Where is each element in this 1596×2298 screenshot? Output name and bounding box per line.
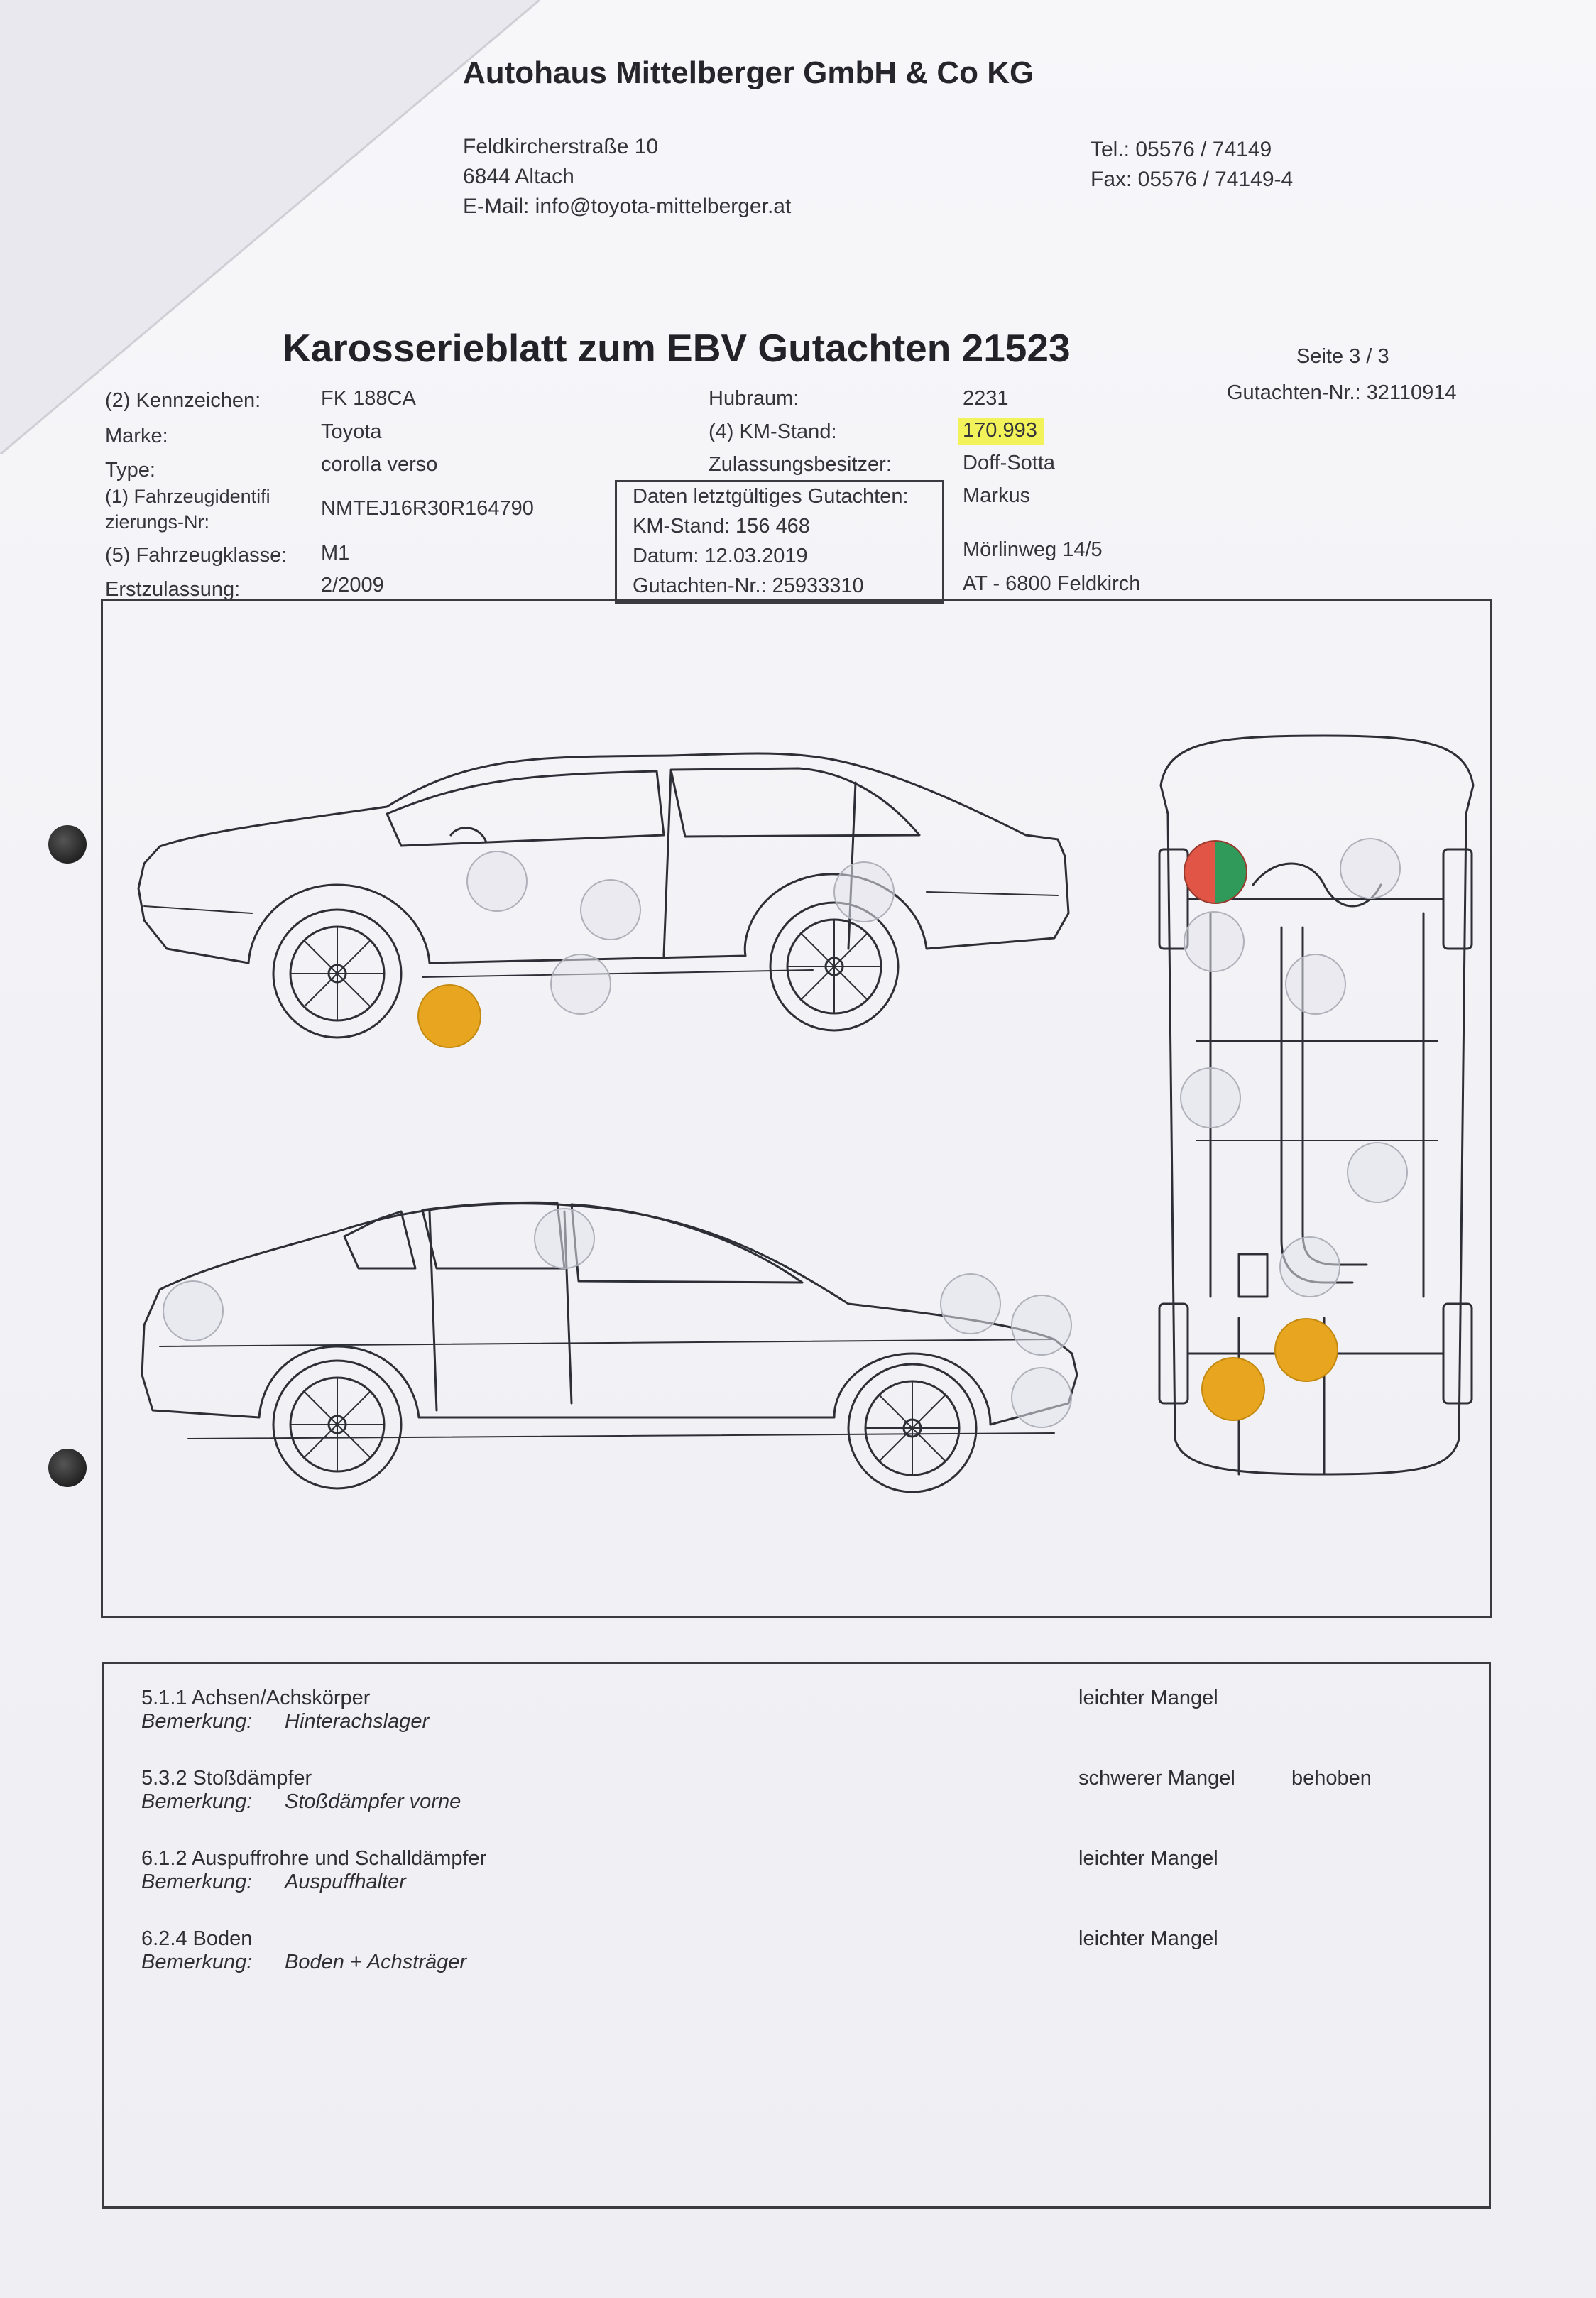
previous-date: Datum: 12.03.2019 <box>633 545 808 567</box>
finding-4-severity: leichter Mangel <box>1078 1927 1218 1950</box>
owner-name-2: Markus <box>963 484 1031 507</box>
hubraum-value: 2231 <box>963 387 1009 410</box>
car-side-right-view <box>141 1201 1078 1493</box>
finding-code: 5.1.1 Achsen/Achskörper <box>141 1687 371 1709</box>
marker-neutral <box>1011 1295 1072 1356</box>
finding-code: 6.2.4 Boden <box>141 1927 253 1950</box>
vehicle-outline-drawing <box>137 734 1475 1493</box>
company-street: Feldkircherstraße 10 <box>463 135 659 158</box>
page-number: Seite 3 / 3 <box>1296 345 1389 368</box>
finding-note: Bemerkung: Hinterachslager <box>141 1710 429 1733</box>
body-diagram <box>101 599 1492 1618</box>
marker-neutral <box>534 1208 595 1269</box>
marker-neutral <box>833 861 895 922</box>
finding-2-status: behoben <box>1291 1767 1372 1790</box>
previous-km: KM-Stand: 156 468 <box>633 515 810 538</box>
marker-neutral <box>940 1273 1001 1334</box>
marker-neutral <box>466 851 528 912</box>
company-email: E-Mail: info@toyota-mittelberger.at <box>463 195 792 218</box>
klasse-label: (5) Fahrzeugklasse: <box>105 544 288 567</box>
finding-2: 5.3.2 Stoßdämpfer Bemerkung: Stoßdämpfer … <box>141 1767 461 1814</box>
note-text: Stoßdämpfer vorne <box>285 1790 461 1813</box>
finding-4: 6.2.4 Boden Bemerkung: Boden + Achsträger <box>141 1927 466 1974</box>
car-side-left-view <box>137 752 1070 1039</box>
note-text: Auspuffhalter <box>285 1870 406 1893</box>
company-tel: Tel.: 05576 / 74149 <box>1091 138 1272 161</box>
finding-note: Bemerkung: Boden + Achsträger <box>141 1951 466 1974</box>
fin-value: NMTEJ16R30R164790 <box>321 497 534 520</box>
fin-label-1: (1) Fahrzeugidentifi <box>105 486 270 507</box>
previous-report-box: Daten letztgültiges Gutachten: KM-Stand:… <box>615 480 944 604</box>
company-address: Feldkircherstraße 10 6844 Altach E-Mail:… <box>463 132 791 222</box>
klasse-value: M1 <box>321 542 350 565</box>
km-label: (4) KM-Stand: <box>709 420 837 443</box>
marker-leicht-mangel <box>417 984 481 1048</box>
kennzeichen-label: (2) Kennzeichen: <box>105 389 261 412</box>
finding-1: 5.1.1 Achsen/Achskörper Bemerkung: Hinter… <box>141 1687 429 1733</box>
marker-neutral <box>580 879 641 940</box>
marker-neutral <box>550 954 611 1015</box>
finding-2-severity: schwerer Mangel <box>1078 1767 1235 1790</box>
marker-neutral <box>163 1280 224 1341</box>
marker-schwer-behoben <box>1184 840 1247 904</box>
marke-label: Marke: <box>105 425 168 447</box>
company-contact: Tel.: 05576 / 74149 Fax: 05576 / 74149-4 <box>1091 135 1293 195</box>
finding-code: 6.1.2 Auspuffrohre und Schalldämpfer <box>141 1847 487 1870</box>
gutachten-number: Gutachten-Nr.: 32110914 <box>1227 381 1457 404</box>
owner-street: Mörlinweg 14/5 <box>963 538 1103 561</box>
km-highlight: 170.993 <box>958 418 1044 445</box>
document-title: Karosserieblatt zum EBV Gutachten 21523 <box>283 326 1071 370</box>
marker-neutral <box>1340 838 1401 899</box>
finding-3: 6.1.2 Auspuffrohre und Schalldämpfer Bem… <box>141 1847 486 1894</box>
marker-neutral <box>1011 1367 1072 1428</box>
hubraum-label: Hubraum: <box>709 387 799 410</box>
note-label: Bemerkung: <box>141 1790 253 1813</box>
marker-neutral <box>1347 1142 1408 1203</box>
marker-leicht-mangel <box>1274 1318 1338 1382</box>
marker-leicht-mangel <box>1201 1357 1265 1421</box>
note-text: Hinterachslager <box>285 1710 430 1733</box>
km-value: 170.993 <box>958 418 1044 445</box>
finding-code: 5.3.2 Stoßdämpfer <box>141 1767 312 1790</box>
marker-neutral <box>1279 1236 1340 1297</box>
punch-hole-top <box>48 825 87 864</box>
previous-number: Gutachten-Nr.: 25933310 <box>633 574 864 597</box>
inspection-markers <box>163 838 1408 1428</box>
folded-corner <box>0 0 540 454</box>
finding-note: Bemerkung: Stoßdämpfer vorne <box>141 1790 461 1814</box>
company-city: 6844 Altach <box>463 165 574 188</box>
marker-neutral <box>1180 1067 1241 1128</box>
note-label: Bemerkung: <box>141 1710 253 1733</box>
owner-name-1: Doff-Sotta <box>963 452 1056 474</box>
company-name: Autohaus Mittelberger GmbH & Co KG <box>463 55 1034 90</box>
finding-1-severity: leichter Mangel <box>1078 1687 1218 1709</box>
finding-note: Bemerkung: Auspuffhalter <box>141 1870 486 1894</box>
punch-hole-bottom <box>48 1449 87 1487</box>
previous-heading: Daten letztgültiges Gutachten: <box>633 485 909 508</box>
type-label: Type: <box>105 459 155 481</box>
company-fax: Fax: 05576 / 74149-4 <box>1091 168 1294 191</box>
findings-box: 5.1.1 Achsen/Achskörper Bemerkung: Hinter… <box>102 1662 1491 2209</box>
erstzulassung-label: Erstzulassung: <box>105 578 241 601</box>
kennzeichen-value: FK 188CA <box>321 387 416 410</box>
besitzer-label: Zulassungsbesitzer: <box>709 453 892 476</box>
finding-3-severity: leichter Mangel <box>1078 1847 1218 1870</box>
note-label: Bemerkung: <box>141 1951 253 1973</box>
marker-neutral <box>1184 911 1245 972</box>
marke-value: Toyota <box>321 420 382 443</box>
fin-label-2: zierungs-Nr: <box>105 511 210 533</box>
owner-city: AT - 6800 Feldkirch <box>963 572 1141 595</box>
note-label: Bemerkung: <box>141 1870 253 1893</box>
erstzulassung-value: 2/2009 <box>321 574 384 597</box>
marker-neutral <box>1285 954 1346 1015</box>
note-text: Boden + Achsträger <box>285 1951 467 1973</box>
type-value: corolla verso <box>321 453 438 476</box>
